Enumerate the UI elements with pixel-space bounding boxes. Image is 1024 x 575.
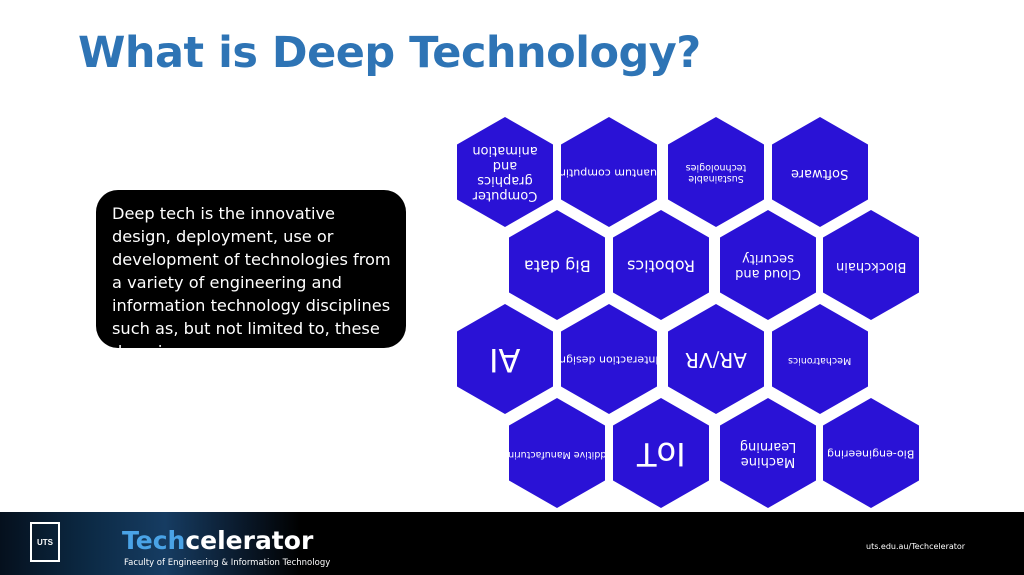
uts-logo: UTS — [30, 522, 60, 562]
hexagon-interaction-design: Interaction design — [561, 304, 657, 414]
hexagon-cloud-and-security: Cloud and security — [720, 210, 816, 320]
description-text: Deep tech is the innovative design, depl… — [112, 204, 391, 361]
footer-url: uts.edu.au/Techcelerator — [866, 542, 966, 551]
hexagon-label: Big data — [523, 256, 591, 276]
hexagon-big-data: Big data — [509, 210, 605, 320]
hexagon-bio-engineering: Bio-engineering — [823, 398, 919, 508]
brand-suffix: celerator — [185, 526, 314, 555]
hexagon-quantum-computing: Quantum computing — [561, 117, 657, 227]
brand-subtitle: Faculty of Engineering & Information Tec… — [124, 558, 331, 568]
hexagon-label: Quantum computing — [552, 166, 666, 180]
hexagon-label: Mechatronics — [788, 354, 852, 366]
hexagon-label: IoT — [636, 434, 686, 473]
hexagon-blockchain: Blockchain — [823, 210, 919, 320]
hexagon-label: Cloud and security — [735, 251, 801, 281]
hexagon-ar-vr: AR/VR — [668, 304, 764, 414]
hexagon-ai: AI — [457, 304, 553, 414]
hexagon-sustainable-technologies: Sustainable technologies — [668, 117, 764, 227]
brand-prefix: Tech — [122, 526, 186, 555]
hexagon-additive-manufacturing: Additive Manufacturing — [509, 398, 605, 508]
hexagon-mechatronics: Mechatronics — [772, 304, 868, 414]
uts-logo-text: UTS — [37, 537, 53, 547]
hexagon-label: Robotics — [627, 256, 695, 276]
slide-title: What is Deep Technology? — [78, 28, 701, 78]
hexagon-label: Blockchain — [835, 258, 907, 274]
hexagon-machine-learning: Machine Learning — [720, 398, 816, 508]
hexagon-label: AR/VR — [685, 347, 747, 372]
hexagon-software: Software — [772, 117, 868, 227]
hexagon-label: AI — [489, 340, 521, 379]
techcelerator-brand: Techcelerator — [122, 526, 313, 555]
hexagon-label: Interaction design — [559, 353, 659, 367]
hexagon-label: Additive Manufacturing — [501, 448, 613, 460]
hexagon-computer-graphics: Computer graphics and animation — [457, 117, 553, 227]
hexagon-iot: IoT — [613, 398, 709, 508]
description-callout: Deep tech is the innovative design, depl… — [96, 190, 406, 361]
footer-bar: UTS Techcelerator Faculty of Engineering… — [0, 512, 1024, 575]
hexagon-label: Bio-engineering — [827, 447, 915, 461]
hexagon-label: Software — [791, 165, 849, 181]
hexagon-label: Sustainable technologies — [685, 162, 747, 184]
hexagon-label: Machine Learning — [739, 439, 797, 469]
hexagon-robotics: Robotics — [613, 210, 709, 320]
hexagon-label: Computer graphics and animation — [472, 143, 538, 203]
